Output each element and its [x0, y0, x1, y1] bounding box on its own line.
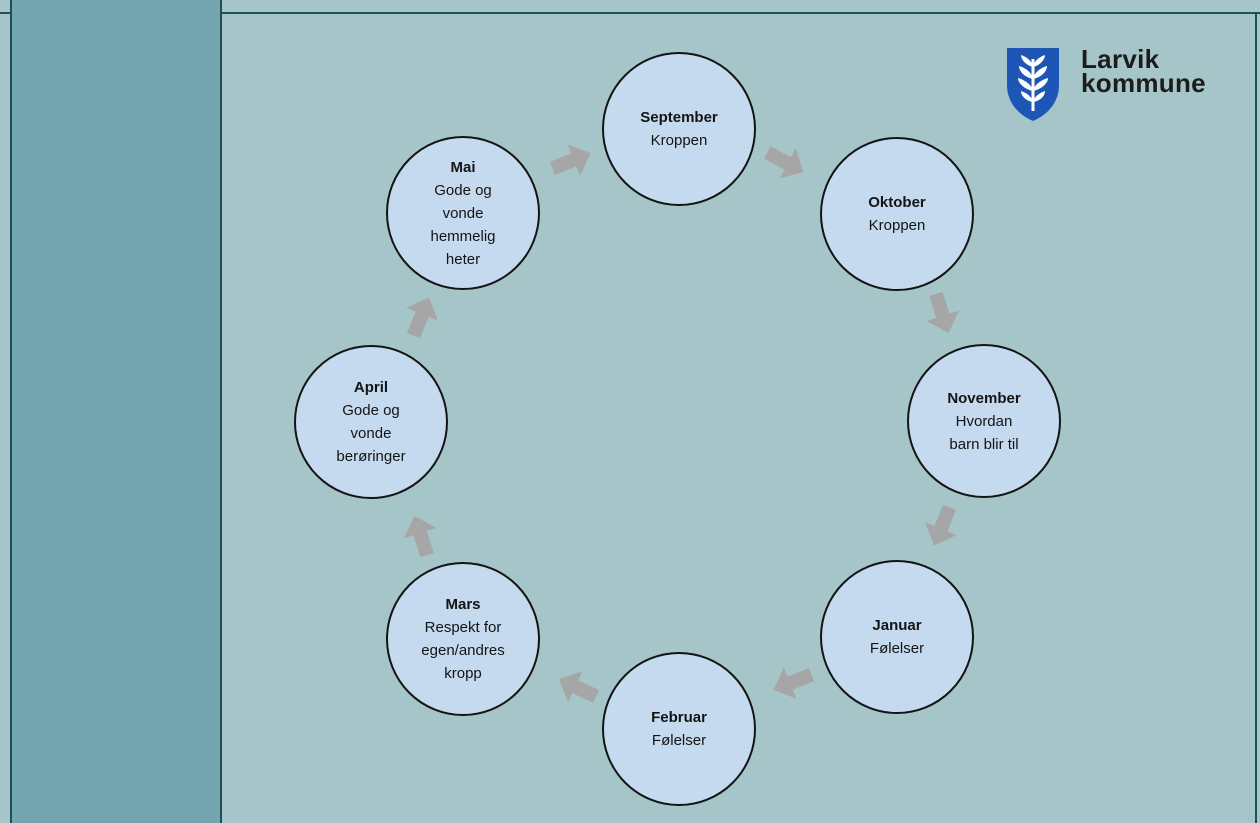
node-oktober: Oktober Kroppen [820, 137, 974, 291]
arrow-mars-to-april [403, 516, 437, 558]
node-month: September [640, 109, 718, 126]
node-topic: Gode og vonde hemmelig heter [430, 181, 496, 268]
node-month: Oktober [868, 194, 926, 211]
arrow-mai-to-september [549, 144, 591, 176]
node-november: November Hvordan barn blir til [907, 344, 1061, 498]
node-mars: Mars Respekt for egen/andres kropp [386, 562, 540, 716]
node-month: Mai [450, 158, 476, 176]
node-topic: Hvordan barn blir til [949, 412, 1019, 453]
logo-line-1: Larvik [1081, 44, 1160, 74]
node-september: September Kroppen [602, 52, 756, 206]
node-topic: Kroppen [868, 217, 926, 234]
node-month: April [353, 379, 389, 396]
node-topic: Følelser [869, 640, 925, 657]
logo-line-2: kommune [1081, 68, 1206, 98]
node-month: Mars [445, 596, 481, 613]
arrow-januar-to-februar [773, 667, 815, 699]
node-februar: Februar Følelser [602, 652, 756, 806]
node-topic: Gode og vonde berøringer [336, 402, 406, 465]
node-mai: Mai Gode og vonde hemmelig heter [386, 136, 540, 290]
arrow-september-to-oktober [764, 146, 804, 179]
node-topic: Kroppen [650, 132, 708, 149]
node-januar: Januar Følelser [820, 560, 974, 714]
left-sidebar [10, 0, 222, 823]
arrow-februar-to-mars [558, 671, 600, 703]
node-month: Februar [651, 709, 707, 726]
coat-of-arms-icon [1007, 48, 1059, 121]
node-month: Januar [872, 617, 922, 634]
node-april: April Gode og vonde berøringer [294, 345, 448, 499]
node-topic: Følelser [651, 732, 707, 749]
arrow-oktober-to-november [926, 291, 960, 333]
arrow-november-to-januar [925, 504, 957, 546]
top-rule [0, 0, 1260, 14]
arrow-april-to-mai [406, 297, 438, 339]
larvik-kommune-logo: Larvik kommune [1003, 45, 1223, 125]
node-month: November [947, 389, 1021, 407]
node-topic: Respekt for egen/andres kropp [421, 619, 505, 682]
